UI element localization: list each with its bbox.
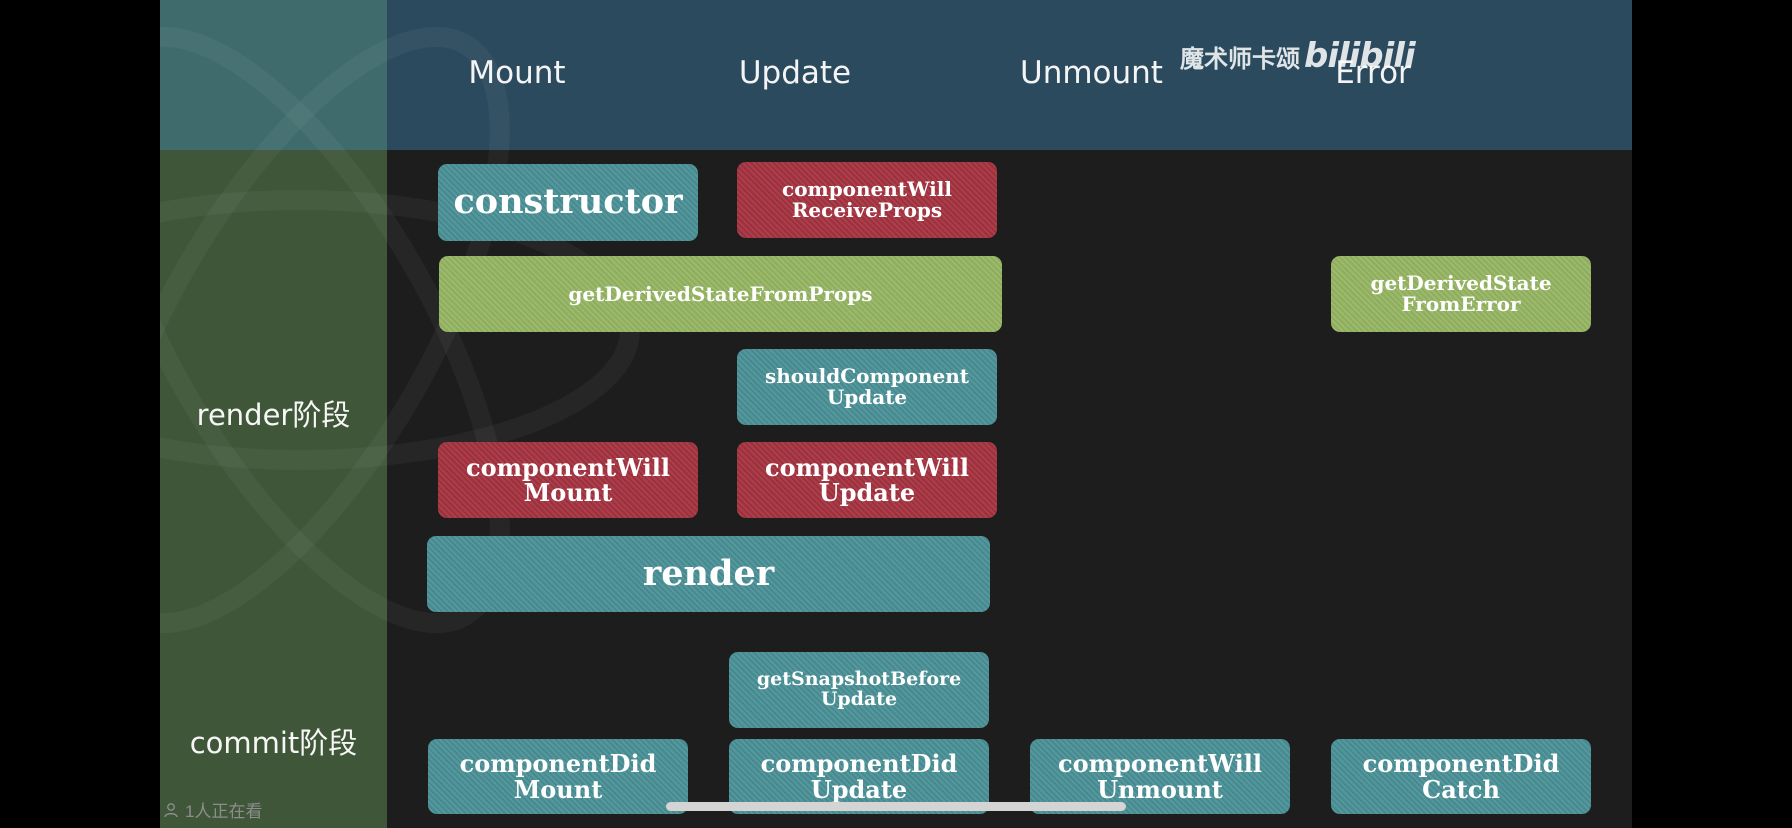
box-label-line-2: Unmount (1097, 774, 1223, 804)
uploader-name: 魔术师卡颂 (1180, 45, 1300, 73)
viewer-count-label: 1人正在看 (185, 802, 263, 821)
home-indicator[interactable] (666, 802, 1126, 811)
viewer-count: 1人正在看 (163, 797, 262, 822)
bilibili-watermark: 魔术师卡颂 bilibili (1180, 36, 1416, 76)
column-unmount: Unmount (1020, 55, 1163, 91)
bilibili-logo: bilibili (1304, 36, 1416, 76)
box-label-line-1: getDerivedState (1370, 271, 1552, 295)
box-label-line-1: componentDid (1362, 749, 1560, 779)
column-error: Error (1335, 55, 1411, 91)
component-did-catch-box: componentDid Catch (1331, 739, 1591, 814)
person-icon (164, 802, 178, 817)
phase-sidebar (160, 150, 387, 828)
box-label-line-1: componentWill (782, 177, 952, 201)
box-label-line-1: componentDid (459, 749, 657, 779)
box-label: constructor (453, 181, 683, 223)
box-label-line-1: shouldComponent (764, 364, 970, 388)
get-derived-state-from-props-box: getDerivedStateFromProps (439, 256, 1002, 332)
box-label-line-2: Mount (513, 774, 603, 804)
phase-commit-label: commit阶段 (189, 726, 358, 760)
component-did-mount-box: componentDid Mount (428, 739, 688, 814)
box-label-line-2: FromError (1401, 292, 1521, 316)
box-label: getDerivedStateFromProps (568, 281, 873, 306)
box-label-line-2: Catch (1422, 774, 1500, 804)
component-will-unmount-box: componentWill Unmount (1030, 739, 1290, 814)
box-label-line-1: componentWill (466, 452, 670, 482)
component-will-mount-box: componentWill Mount (438, 442, 698, 518)
get-derived-state-from-error-box: getDerivedState FromError (1331, 256, 1591, 332)
box-label-line-1: getSnapshotBefore (756, 668, 962, 691)
column-update: Update (738, 55, 852, 91)
component-did-update-box: componentDid Update (729, 739, 989, 814)
should-component-update-box: shouldComponent Update (737, 349, 997, 425)
component-will-receive-props-box: componentWill ReceiveProps (737, 162, 997, 238)
component-will-update-box: componentWill Update (737, 442, 997, 518)
box-label-line-1: componentWill (1058, 749, 1262, 779)
constructor-box: constructor (438, 164, 698, 241)
box-label-line-2: Update (818, 478, 916, 507)
box-label-line-2: ReceiveProps (791, 198, 943, 222)
render-box: render (427, 536, 990, 612)
phase-render-label: render阶段 (196, 398, 351, 432)
box-label-line-2: Mount (523, 478, 613, 507)
get-snapshot-before-update-box: getSnapshotBefore Update (729, 652, 989, 728)
box-label-line-1: componentDid (760, 749, 958, 779)
box-label: render (642, 552, 775, 594)
box-label-line-2: Update (826, 385, 908, 409)
lifecycle-slide: Mount Update Unmount Error render阶段 comm… (160, 0, 1632, 828)
column-mount: Mount (468, 55, 566, 91)
box-label-line-1: componentWill (765, 452, 969, 482)
corner-cell (160, 0, 387, 150)
column-header-bar (387, 0, 1632, 150)
box-label-line-2: Update (820, 688, 898, 710)
box-label-line-2: Update (810, 774, 908, 804)
